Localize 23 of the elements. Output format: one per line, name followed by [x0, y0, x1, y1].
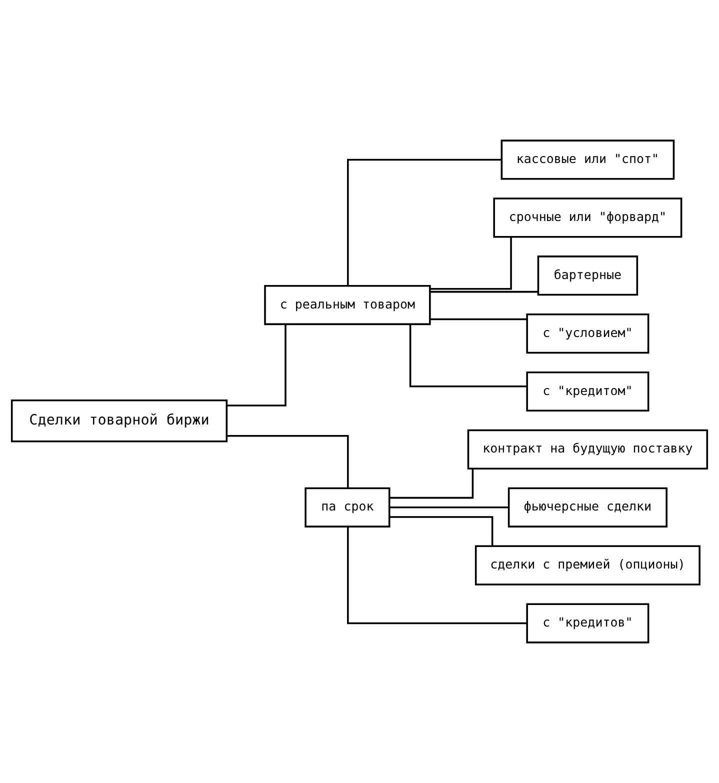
node-box: сделки с премией (опционы): [474, 545, 700, 586]
connector: [347, 158, 502, 286]
node-box: Сделки товарной биржи: [10, 400, 228, 442]
connector: [409, 324, 527, 388]
connector: [226, 324, 286, 406]
connector: [226, 434, 349, 488]
node-box: с реальным товаром: [264, 284, 431, 326]
node-box: па срок: [304, 487, 390, 528]
node-box: кассовые или "спот": [500, 140, 675, 180]
connector: [430, 237, 512, 290]
node-box: бартерные: [537, 256, 638, 296]
connector: [390, 506, 509, 508]
node-box: контракт на будущую поставку: [467, 429, 708, 470]
node-box: фьючерсные сделки: [508, 487, 668, 528]
node-box: с "кредитом": [526, 371, 650, 412]
connector: [430, 290, 538, 293]
connector: [390, 468, 474, 499]
connector: [389, 516, 494, 546]
node-box: срочные или "форвард": [493, 198, 682, 238]
connector: [430, 318, 527, 320]
node-box: с "кредитов": [526, 603, 650, 644]
node-box: с "условием": [526, 314, 650, 354]
connector: [347, 526, 527, 624]
